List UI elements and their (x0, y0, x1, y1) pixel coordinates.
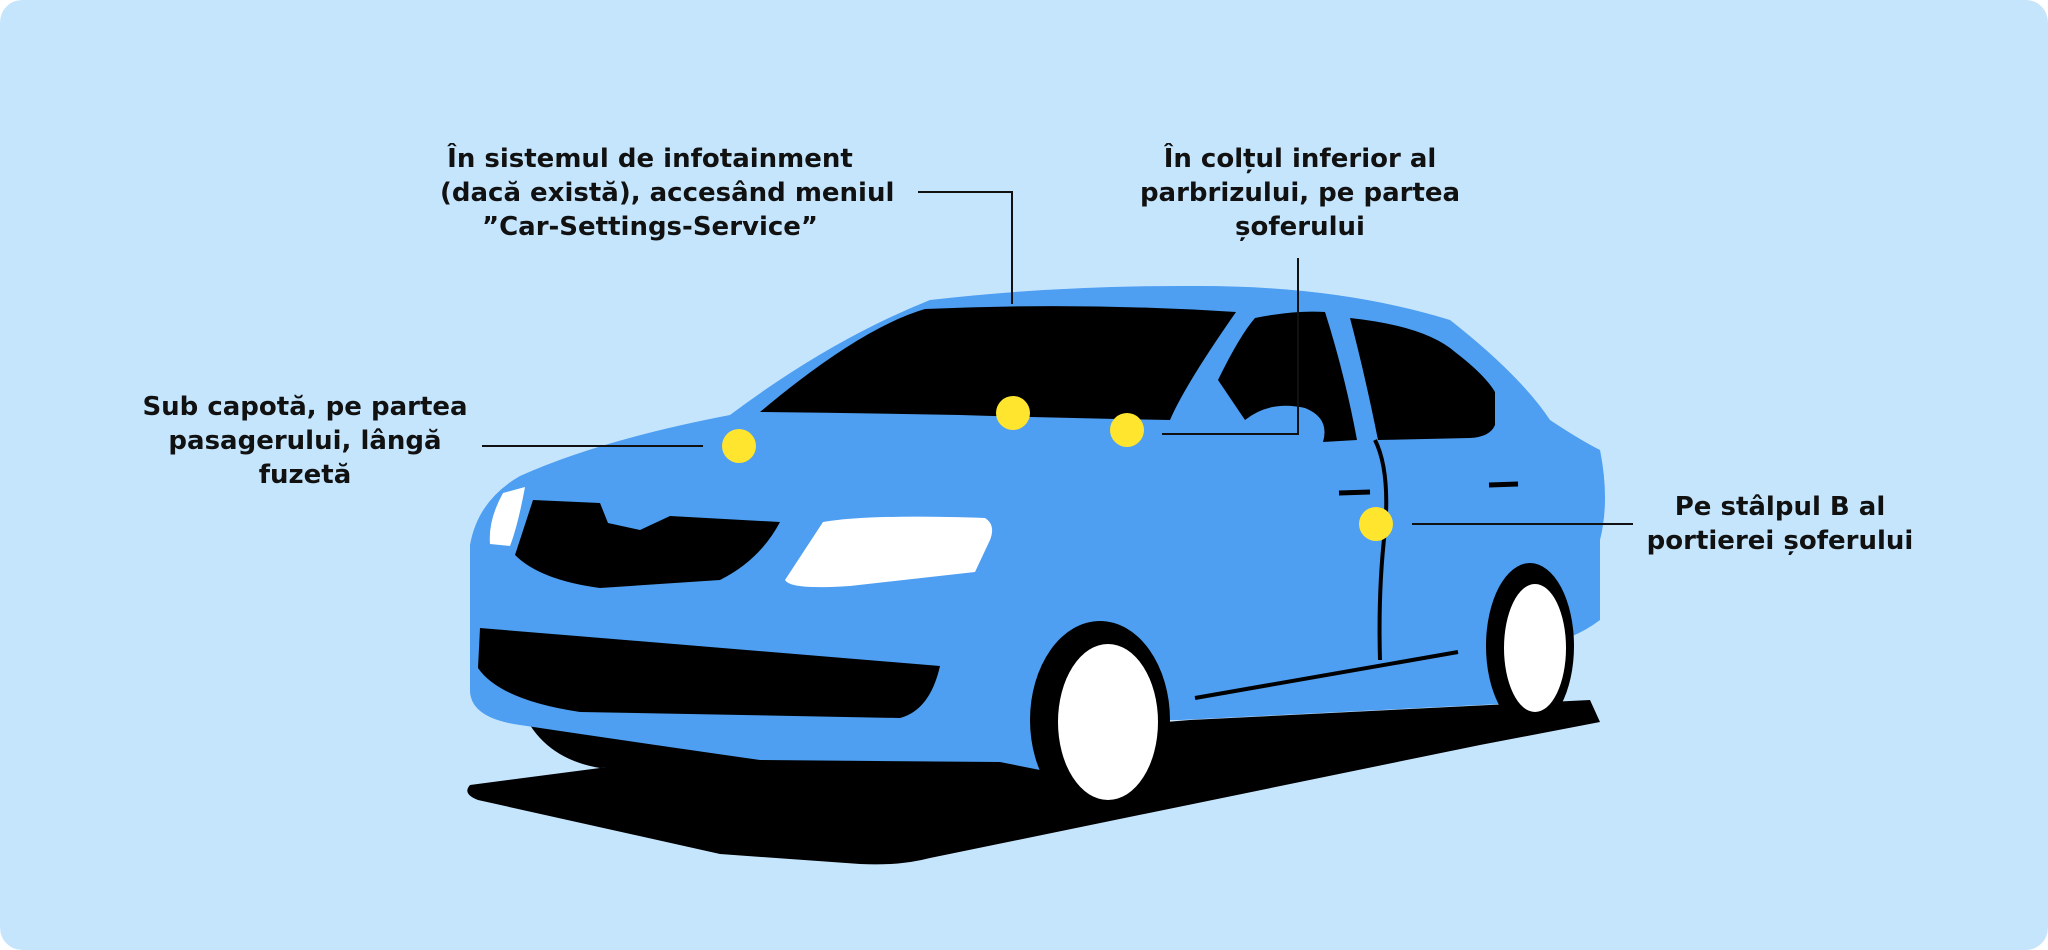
label-b-pillar: Pe stâlpul B al portierei șoferului (1630, 490, 1930, 558)
infotainment-marker (996, 396, 1030, 430)
ground-shadow (467, 700, 1600, 865)
label-b-pillar-line2: portierei șoferului (1646, 526, 1914, 556)
label-infotainment-line1: În sistemul de infotainment (447, 144, 853, 174)
label-infotainment: În sistemul de infotainment (dacă există… (440, 142, 895, 244)
rear-door-handle (1488, 481, 1519, 488)
front-side-window (1218, 311, 1357, 442)
rear-side-window (1350, 318, 1495, 440)
label-hood-line1: Sub capotă, pe partea (142, 392, 468, 422)
label-hood-line2: pasagerului, lângă (168, 426, 442, 456)
label-infotainment-line2: (dacă există), accesând meniul (440, 178, 895, 208)
lower-intake (478, 628, 940, 718)
sill-line (1194, 650, 1459, 700)
hood-marker (722, 429, 756, 463)
rear-wheel-rim (1504, 584, 1566, 712)
b-pillar-marker (1359, 507, 1393, 541)
windshield (760, 306, 1236, 420)
label-hood: Sub capotă, pe partea pasagerului, lângă… (140, 390, 470, 492)
label-hood-line3: fuzetă (258, 460, 352, 490)
headlight-main (785, 516, 993, 588)
headlight-small (489, 487, 525, 546)
label-windshield-line2: parbrizului, pe partea (1139, 178, 1461, 208)
label-windshield-line1: În colțul inferior al (1163, 144, 1437, 174)
label-b-pillar-line1: Pe stâlpul B al (1674, 492, 1886, 522)
windshield-marker (1110, 413, 1144, 447)
front-grille (515, 500, 780, 588)
label-infotainment-line3: ”Car-Settings-Service” (481, 212, 819, 242)
front-door-handle (1338, 489, 1371, 496)
leader-line-windshield (1162, 258, 1299, 435)
label-windshield-line3: șoferului (1235, 212, 1365, 242)
front-wheel-rim (1058, 644, 1158, 800)
label-windshield: În colțul inferior al parbrizului, pe pa… (1120, 142, 1480, 244)
leader-line-infotainment (918, 191, 1013, 304)
